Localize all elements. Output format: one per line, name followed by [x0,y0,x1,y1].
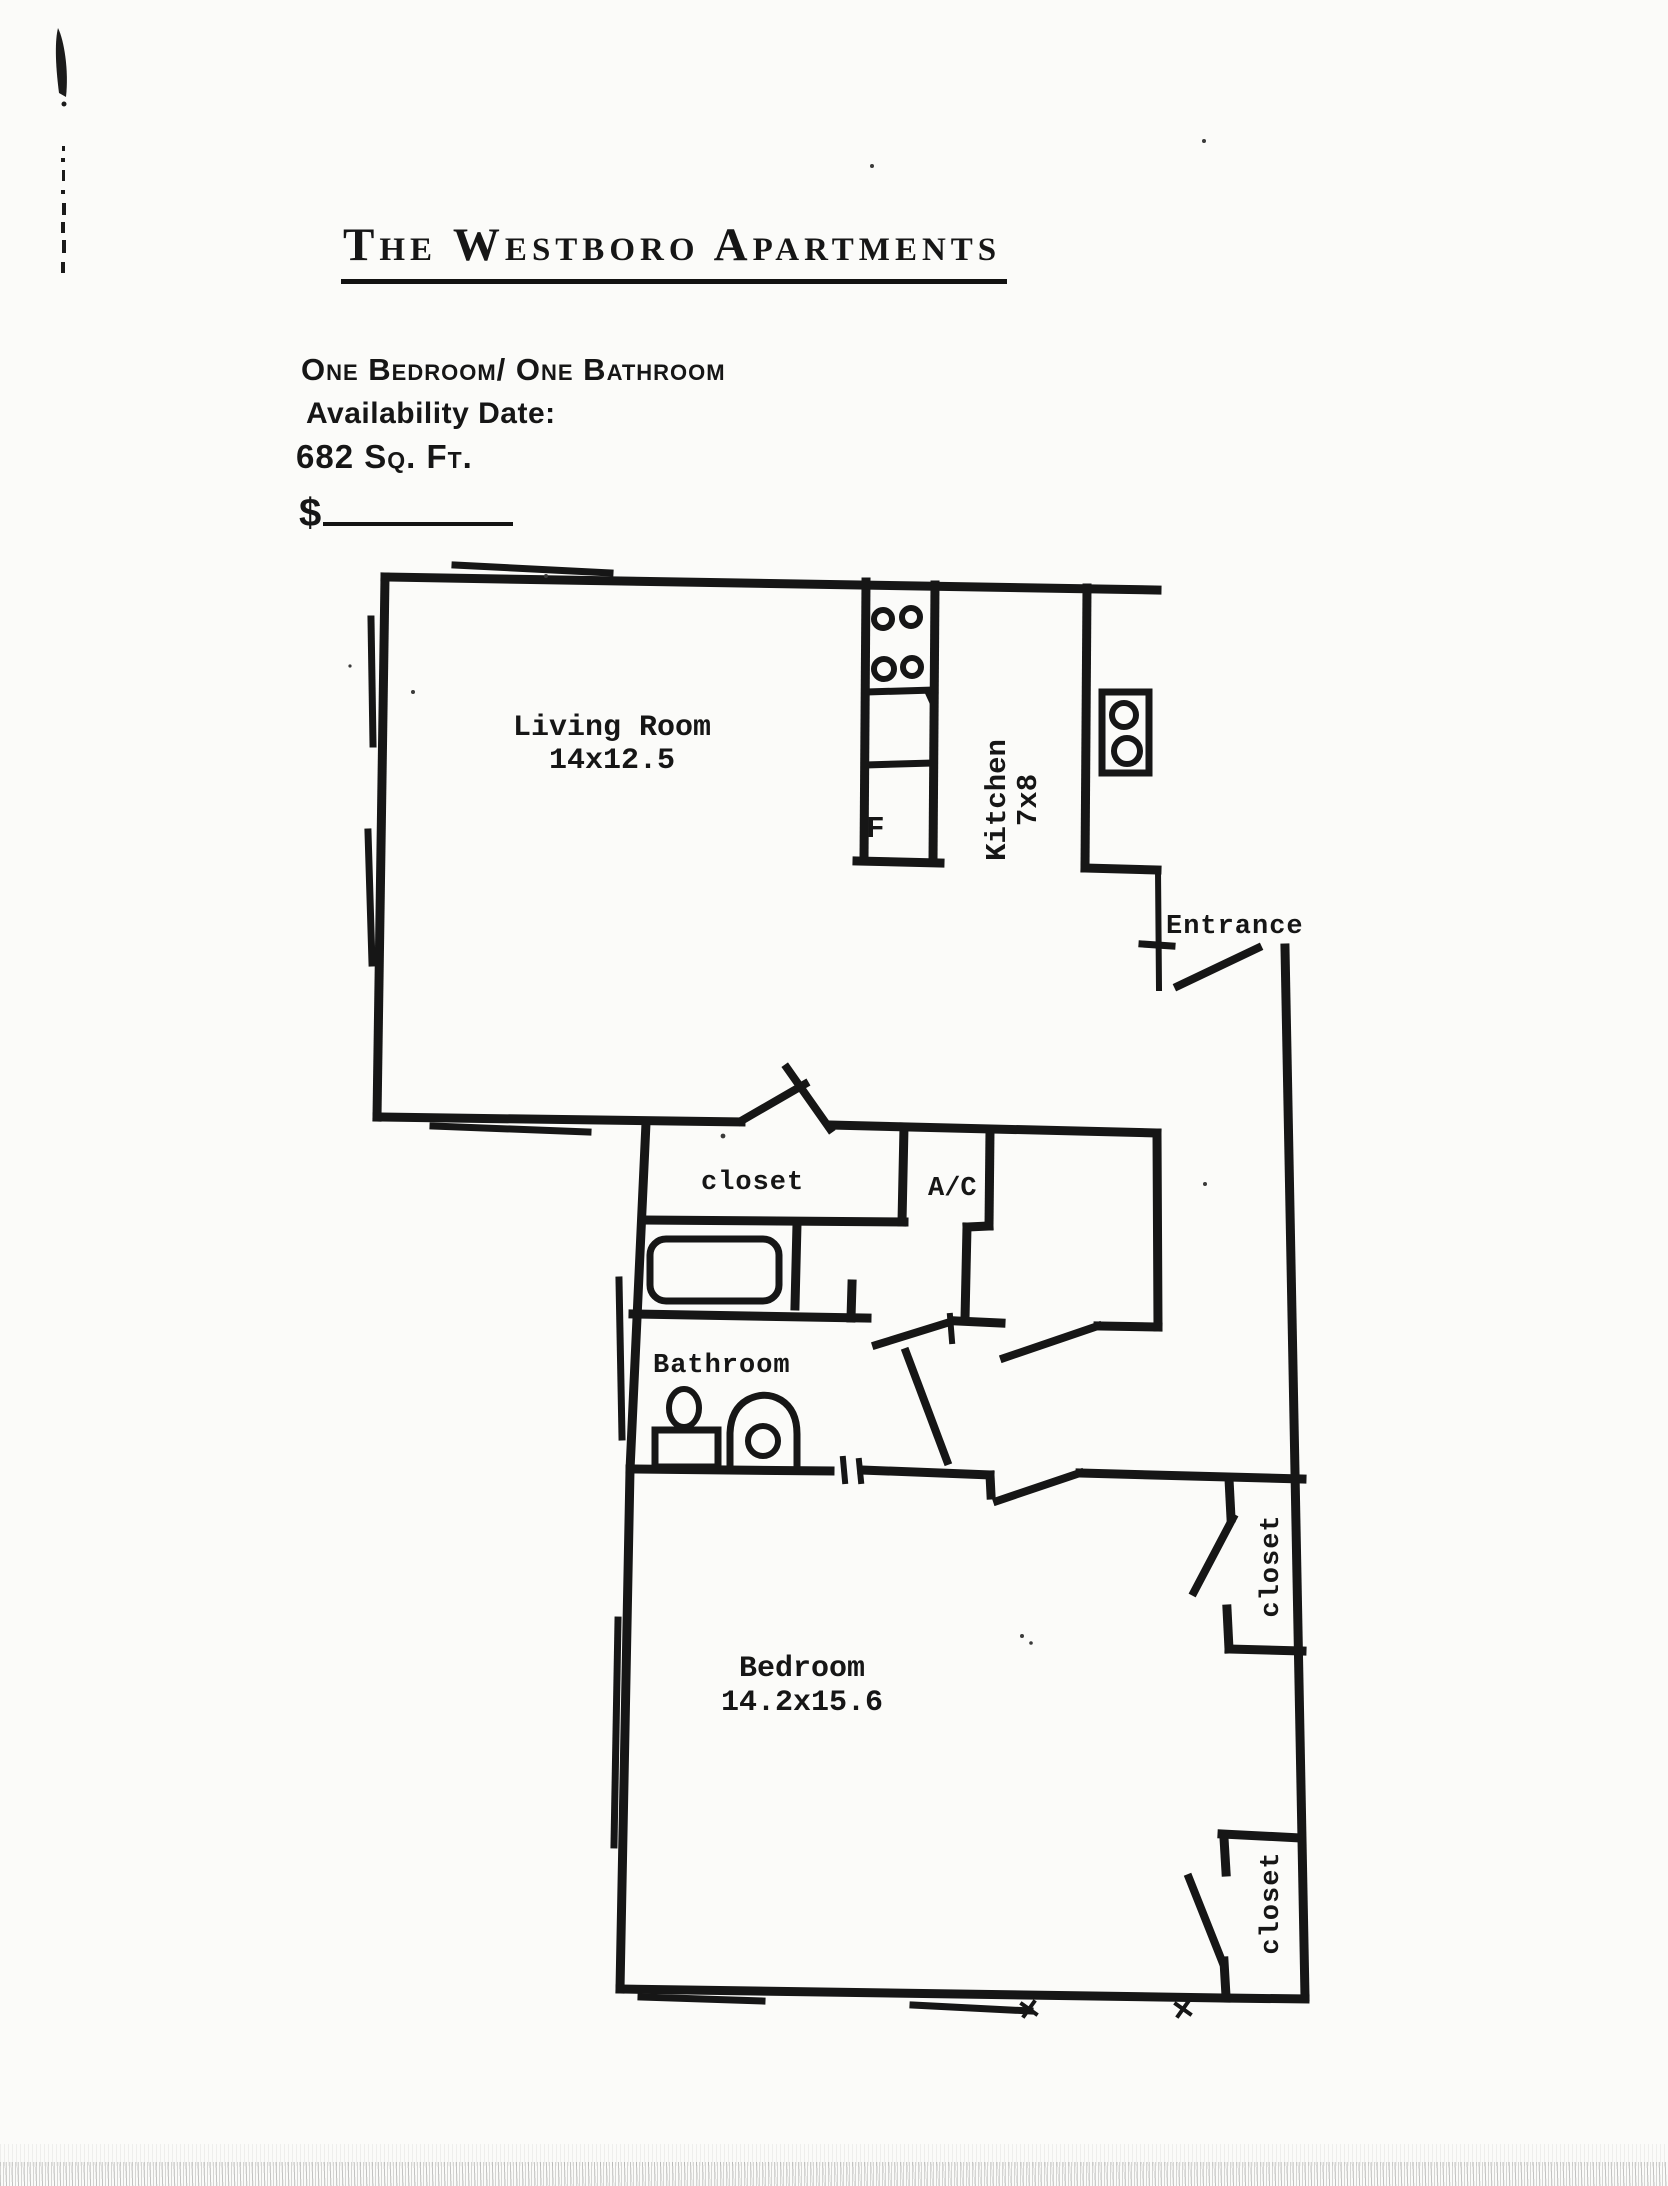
scan-marks [1019,1999,1193,2019]
bathroom-fixtures [646,1235,801,1471]
bedroom-closet1-label: closet [1257,1514,1287,1618]
bathroom-door [900,1346,953,1467]
pedestal-sink-icon [651,1386,722,1471]
window-markers [364,561,1034,2015]
bedroom-closet2-label: closet [1257,1851,1287,1955]
ac-door [998,1320,1104,1364]
specks [348,139,1207,1645]
scan-noise-band [0,2162,1668,2186]
fridge-label: F [866,812,885,847]
closet2-door [1183,1872,1228,1967]
availability-label: Availability Date: [306,397,556,430]
entrance-door [1172,942,1264,992]
pen-stroke-artifact [55,28,67,97]
entrance-label: Entrance [1166,912,1304,942]
sink-icon [871,605,924,682]
hall-door [870,1316,956,1351]
scan-noise-band-light [0,2144,1668,2166]
square-footage: 682 Sq. Ft. [296,438,473,475]
bedroom-name: Bedroom [738,1652,866,1686]
closet1-door [1188,1512,1239,1598]
living-room-door-left [735,1078,811,1127]
price-line: $ [299,488,514,536]
living-room-door-right [781,1062,836,1135]
door-swings [735,690,1264,1967]
bathtub-icon [646,1235,783,1305]
kitchen-name: Kitchen [981,739,1014,861]
hall-closet-label: closet [701,1168,805,1198]
toilet-icon [726,1391,801,1471]
kitchen-dims: 7x8 [1012,773,1045,827]
scan-artifacts [55,28,1207,1645]
kitchen-fixtures [871,605,1153,777]
page-title: The Westboro Apartments [341,218,1008,284]
price-prefix: $ [299,491,322,535]
living-room-label: Living Room 14x12.5 [492,712,732,778]
living-room-dims: 14x12.5 [548,744,676,778]
living-room-name: Living Room [512,711,712,745]
bedroom-label: Bedroom 14.2x15.6 [713,1652,891,1720]
kitchen-label: Kitchen 7x8 [981,710,1045,890]
stove-icon [1098,688,1153,777]
unit-type: One Bedroom/ One Bathroom [301,352,726,387]
bathroom-label: Bathroom [653,1351,791,1381]
walls [372,572,1310,2004]
price-blank-line [323,488,514,526]
bedroom-dims: 14.2x15.6 [720,1686,884,1720]
bedroom-door [991,1467,1086,1507]
ac-label: A/C [928,1174,977,1204]
